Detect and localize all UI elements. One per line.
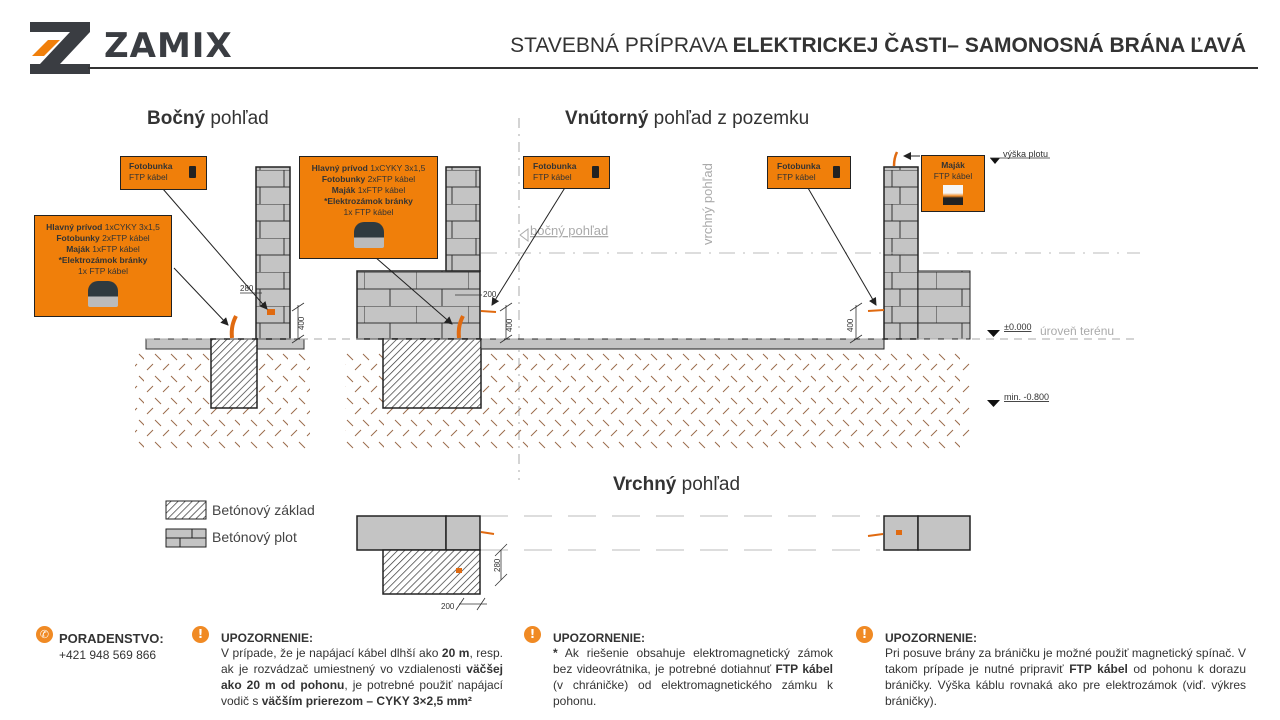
dim-200-top: 200 [441,602,455,611]
ground-level-label: úroveň terénu [1040,324,1114,338]
fence-height-label: výška plotu [1003,149,1048,159]
legend-concrete-fence: Betónový plot [212,529,297,545]
min-depth-label: min. -0.800 [1004,392,1049,402]
callout-main-supply-inner: Hlavný prívod 1xCYKY 3x1,5 Fotobunky 2xF… [299,156,438,259]
top-view-title: Vrchný pohľad [613,474,741,495]
contact-title: PORADENSTVO: [59,631,164,646]
warning-icon-2: ! [524,626,541,643]
header-divider [88,67,1258,69]
title-bold: ELEKTRICKEJ ČASTI– SAMONOSNÁ BRÁNA ĽAVÁ [732,34,1246,57]
dim-280-top: 280 [493,558,502,572]
inner-pavement [480,338,885,350]
top-view-foundation [382,549,481,595]
warning-icon-1: ! [192,626,209,643]
inner-cable [456,315,465,339]
dimension-lines [240,292,863,344]
callout-main-supply-side: Hlavný prívod 1xCYKY 3x1,5 Fotobunky 2xF… [34,215,172,317]
side-photocell-stub [267,309,275,315]
warning-note-3: UPOZORNENIE: Pri posuve brány za bráničk… [885,631,1246,708]
inner-foundation [382,338,482,409]
page-title: STAVEBNÁ PRÍPRAVA ELEKTRICKEJ ČASTI– SAM… [510,34,1246,58]
inner-wall-right [917,270,971,340]
warning-note-2: UPOZORNENIE: * Ak riešenie obsahuje elek… [553,631,834,708]
ground-level-marker-icon [987,330,1000,337]
inner-photocell-cable-left [480,310,497,313]
top-view-column-left [445,515,481,551]
gate-motor-icon [353,222,384,248]
callout-arrows [162,152,920,326]
title-prefix: STAVEBNÁ PRÍPRAVA [510,34,733,57]
phone-icon: ✆ [36,626,53,643]
logo [30,22,92,74]
contact-phone[interactable]: +421 948 569 866 [59,648,157,662]
side-view-title: Bočný pohľad [147,108,269,129]
top-view-column-right [883,515,919,551]
inner-photocell-cable-right [867,309,885,312]
dim-400-inner-left: 400 [505,318,514,332]
top-view-wall-left [356,515,447,551]
beacon-cable [892,151,899,167]
photocell-icon [833,166,840,178]
legend-hatch-swatch [165,500,207,520]
side-cable [229,315,238,339]
legend-concrete-base: Betónový základ [212,502,315,518]
brand-name: ZAMIX [104,26,233,66]
side-view-label: bočný pohľad [530,223,608,238]
top-view-wall-right [917,515,971,551]
dim-280-side: 280 [240,284,254,293]
top-view-label: vrchný pohľad [700,163,715,245]
photocell-icon [592,166,599,178]
callout-beacon: Maják FTP kábel [921,155,985,212]
logo-z-icon [30,22,90,74]
side-foundation [210,338,258,409]
photocell-icon [189,166,196,178]
min-depth-marker-icon [987,400,1000,407]
ground-level-value: ±0.000 [1004,322,1031,332]
inner-wall-low [356,270,481,340]
inner-view-title: Vnútorný pohľad z pozemku [565,108,810,129]
fence-height-marker-icon [990,158,1000,164]
dim-400-inner-right: 400 [846,318,855,332]
warning-icon-3: ! [856,626,873,643]
dim-400-side: 400 [297,316,306,330]
inner-column-left [445,166,481,272]
gate-motor-icon [88,281,118,307]
warning-note-1: UPOZORNENIE: V prípade, že je napájací k… [221,631,503,708]
dim-200-inner: 200 [483,290,497,299]
beacon-icon [943,185,963,205]
